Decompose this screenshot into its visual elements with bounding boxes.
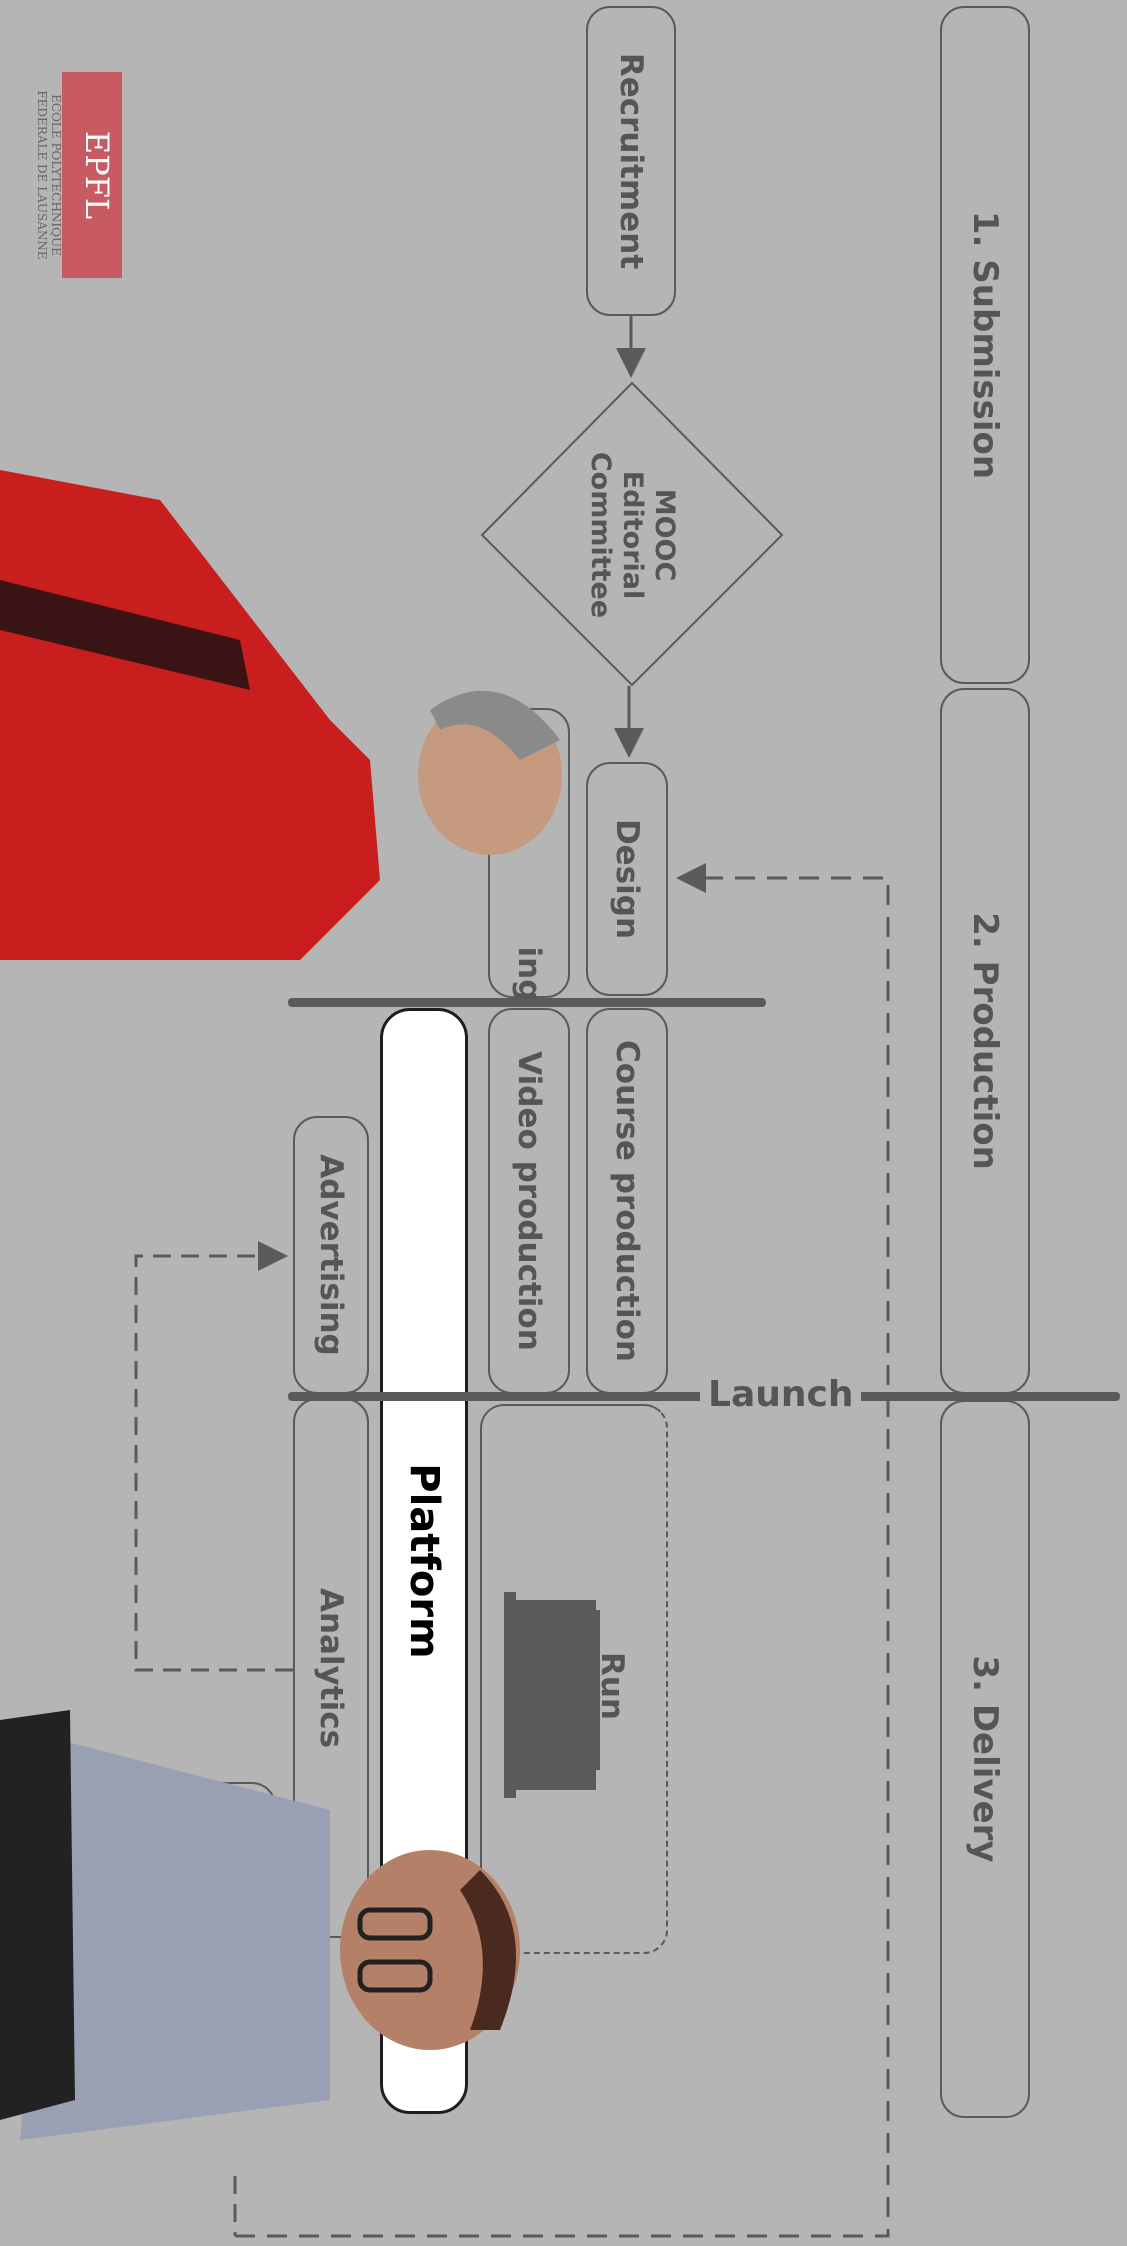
design-box: Design: [586, 762, 668, 996]
logo-line-2: FEDERALE DE LAUSANNE: [35, 90, 49, 259]
loop-analytics-advertising: [134, 1241, 293, 1672]
course-production-label: Course production: [609, 1040, 645, 1362]
committee-line-3: Committee: [585, 451, 616, 619]
course-production-box: Course production: [586, 1008, 668, 1394]
committee-label: MOOC Editorial Committee: [584, 452, 680, 618]
person-laptop-image: [0, 1710, 520, 2140]
phase-production-label: 2. Production: [965, 912, 1005, 1170]
launch-label: Launch: [700, 1374, 862, 1415]
phase-submission: 1. Submission: [940, 6, 1030, 684]
epfl-logo: EPFL ECOLE POLYTECHNIQUE FEDERALE DE LAU…: [12, 70, 130, 280]
video-production-box: Video production: [488, 1008, 570, 1394]
logo-line-1: ECOLE POLYTECHNIQUE: [49, 94, 63, 256]
committee-line-1: MOOC: [649, 488, 680, 582]
phase-delivery: 3. Delivery: [940, 1400, 1030, 2118]
phase-submission-label: 1. Submission: [965, 210, 1005, 480]
logo-mark: EPFL: [78, 131, 116, 219]
design-divider: [288, 998, 766, 1007]
advertising-box: Advertising: [293, 1116, 369, 1394]
phase-production: 2. Production: [940, 688, 1030, 1394]
run-label: Run: [594, 1651, 630, 1721]
design-label: Design: [609, 818, 645, 940]
person-red-jacket-image: [0, 470, 562, 960]
recruitment-box: Recruitment: [586, 6, 676, 316]
recruitment-label: Recruitment: [613, 52, 649, 270]
platform-label: Platform: [401, 1463, 447, 1659]
video-production-label: Video production: [511, 1051, 547, 1351]
advertising-label: Advertising: [313, 1154, 349, 1356]
logo-block: [62, 72, 130, 278]
phase-delivery-label: 3. Delivery: [965, 1655, 1005, 1863]
committee-line-2: Editorial: [617, 470, 648, 600]
